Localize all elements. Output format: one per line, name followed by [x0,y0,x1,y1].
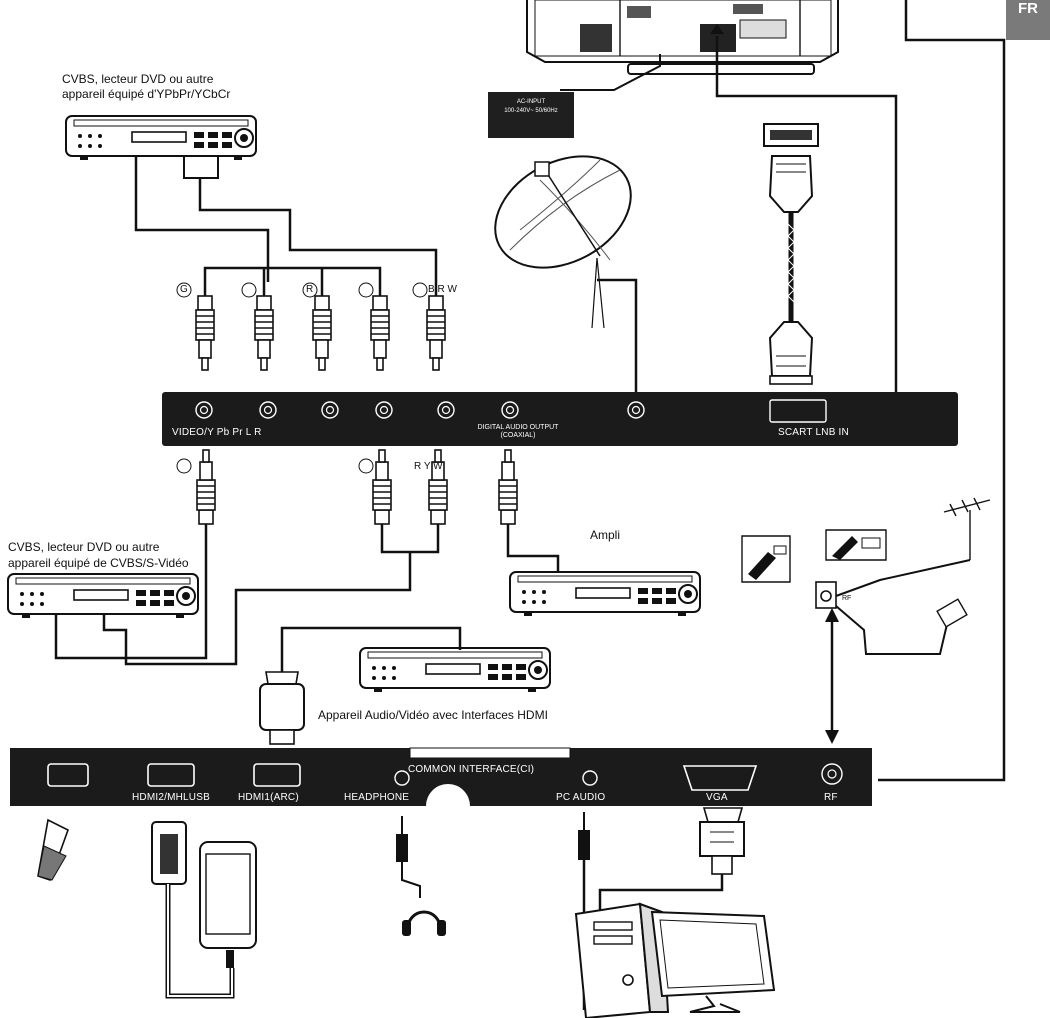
ac-input-voltage: 100-240V~ 50/60Hz [504,108,558,114]
vga-plug-icon [598,807,745,914]
smartphone-icon [151,821,257,999]
antenna-icon [741,497,991,744]
audio-jack-icon [396,816,421,898]
digital-audio-line2: (COAXIAL) [500,432,536,439]
rca-plug-icon [196,449,518,525]
common-interface-label: COMMON INTERFACE(CI) [408,764,535,775]
digital-audio-line1: DIGITAL AUDIO OUTPUT [477,424,559,431]
dvd-ypbpr-label-line2: appareil équipé d'YPbPr/YCbCr [62,87,231,101]
amplifier-icon [509,571,701,617]
dvd-ypbpr-label-line1: CVBS, lecteur DVD ou autre [62,72,214,86]
satellite-dish-icon [494,155,638,392]
pc-audio-label: PC AUDIO [556,792,606,803]
plug-mark-ryw: R Y W [414,461,443,472]
plug-mark-g: G [180,284,188,295]
tv-back-icon [526,0,839,75]
ac-input-title: AC-INPUT [516,99,546,105]
dvd-player-icon [359,647,551,693]
ampli-label: Ampli [590,528,621,542]
dvd-cvbs-label-line1: CVBS, lecteur DVD ou autre [8,540,160,554]
scart-cable-icon [763,123,819,385]
hdmi2-mhlusb-label: HDMI2/MHLUSB [132,792,210,803]
vga-label: VGA [706,792,728,803]
rca-plug-icon [195,295,446,371]
upper-ports-label: VIDEO/Y Pb Pr L R [172,427,262,438]
dvd-player-icon [7,573,199,619]
dvd-cvbs-label-line2: appareil équipé de CVBS/S-Vidéo [8,556,189,570]
rf-arrow-label: RF [842,595,852,602]
ac-input-label: AC-INPUT 100-240V~ 50/60Hz [488,92,574,138]
plug-mark-brw: B R W [428,284,457,295]
digital-audio-output-label: DIGITAL AUDIO OUTPUT (COAXIAL) [462,424,574,440]
scart-lnb-label: SCART LNB IN [778,427,849,438]
lower-connector-panel [10,748,872,806]
hdmi1-arc-label: HDMI1(ARC) [238,792,299,803]
language-tag: FR [1006,0,1050,40]
headphone-label: HEADPHONE [344,792,410,803]
usb-stick-icon [37,818,69,882]
upper-connector-panel [162,392,958,446]
rf-label: RF [824,792,838,803]
hdmi-plug-icon [259,671,305,745]
plug-mark-r: R [306,284,314,295]
monitor-icon [650,910,776,1013]
hdmi-device-label: Appareil Audio/Vidéo avec Interfaces HDM… [318,708,548,722]
dvd-player-icon [65,115,257,161]
headphones-icon [402,910,446,936]
